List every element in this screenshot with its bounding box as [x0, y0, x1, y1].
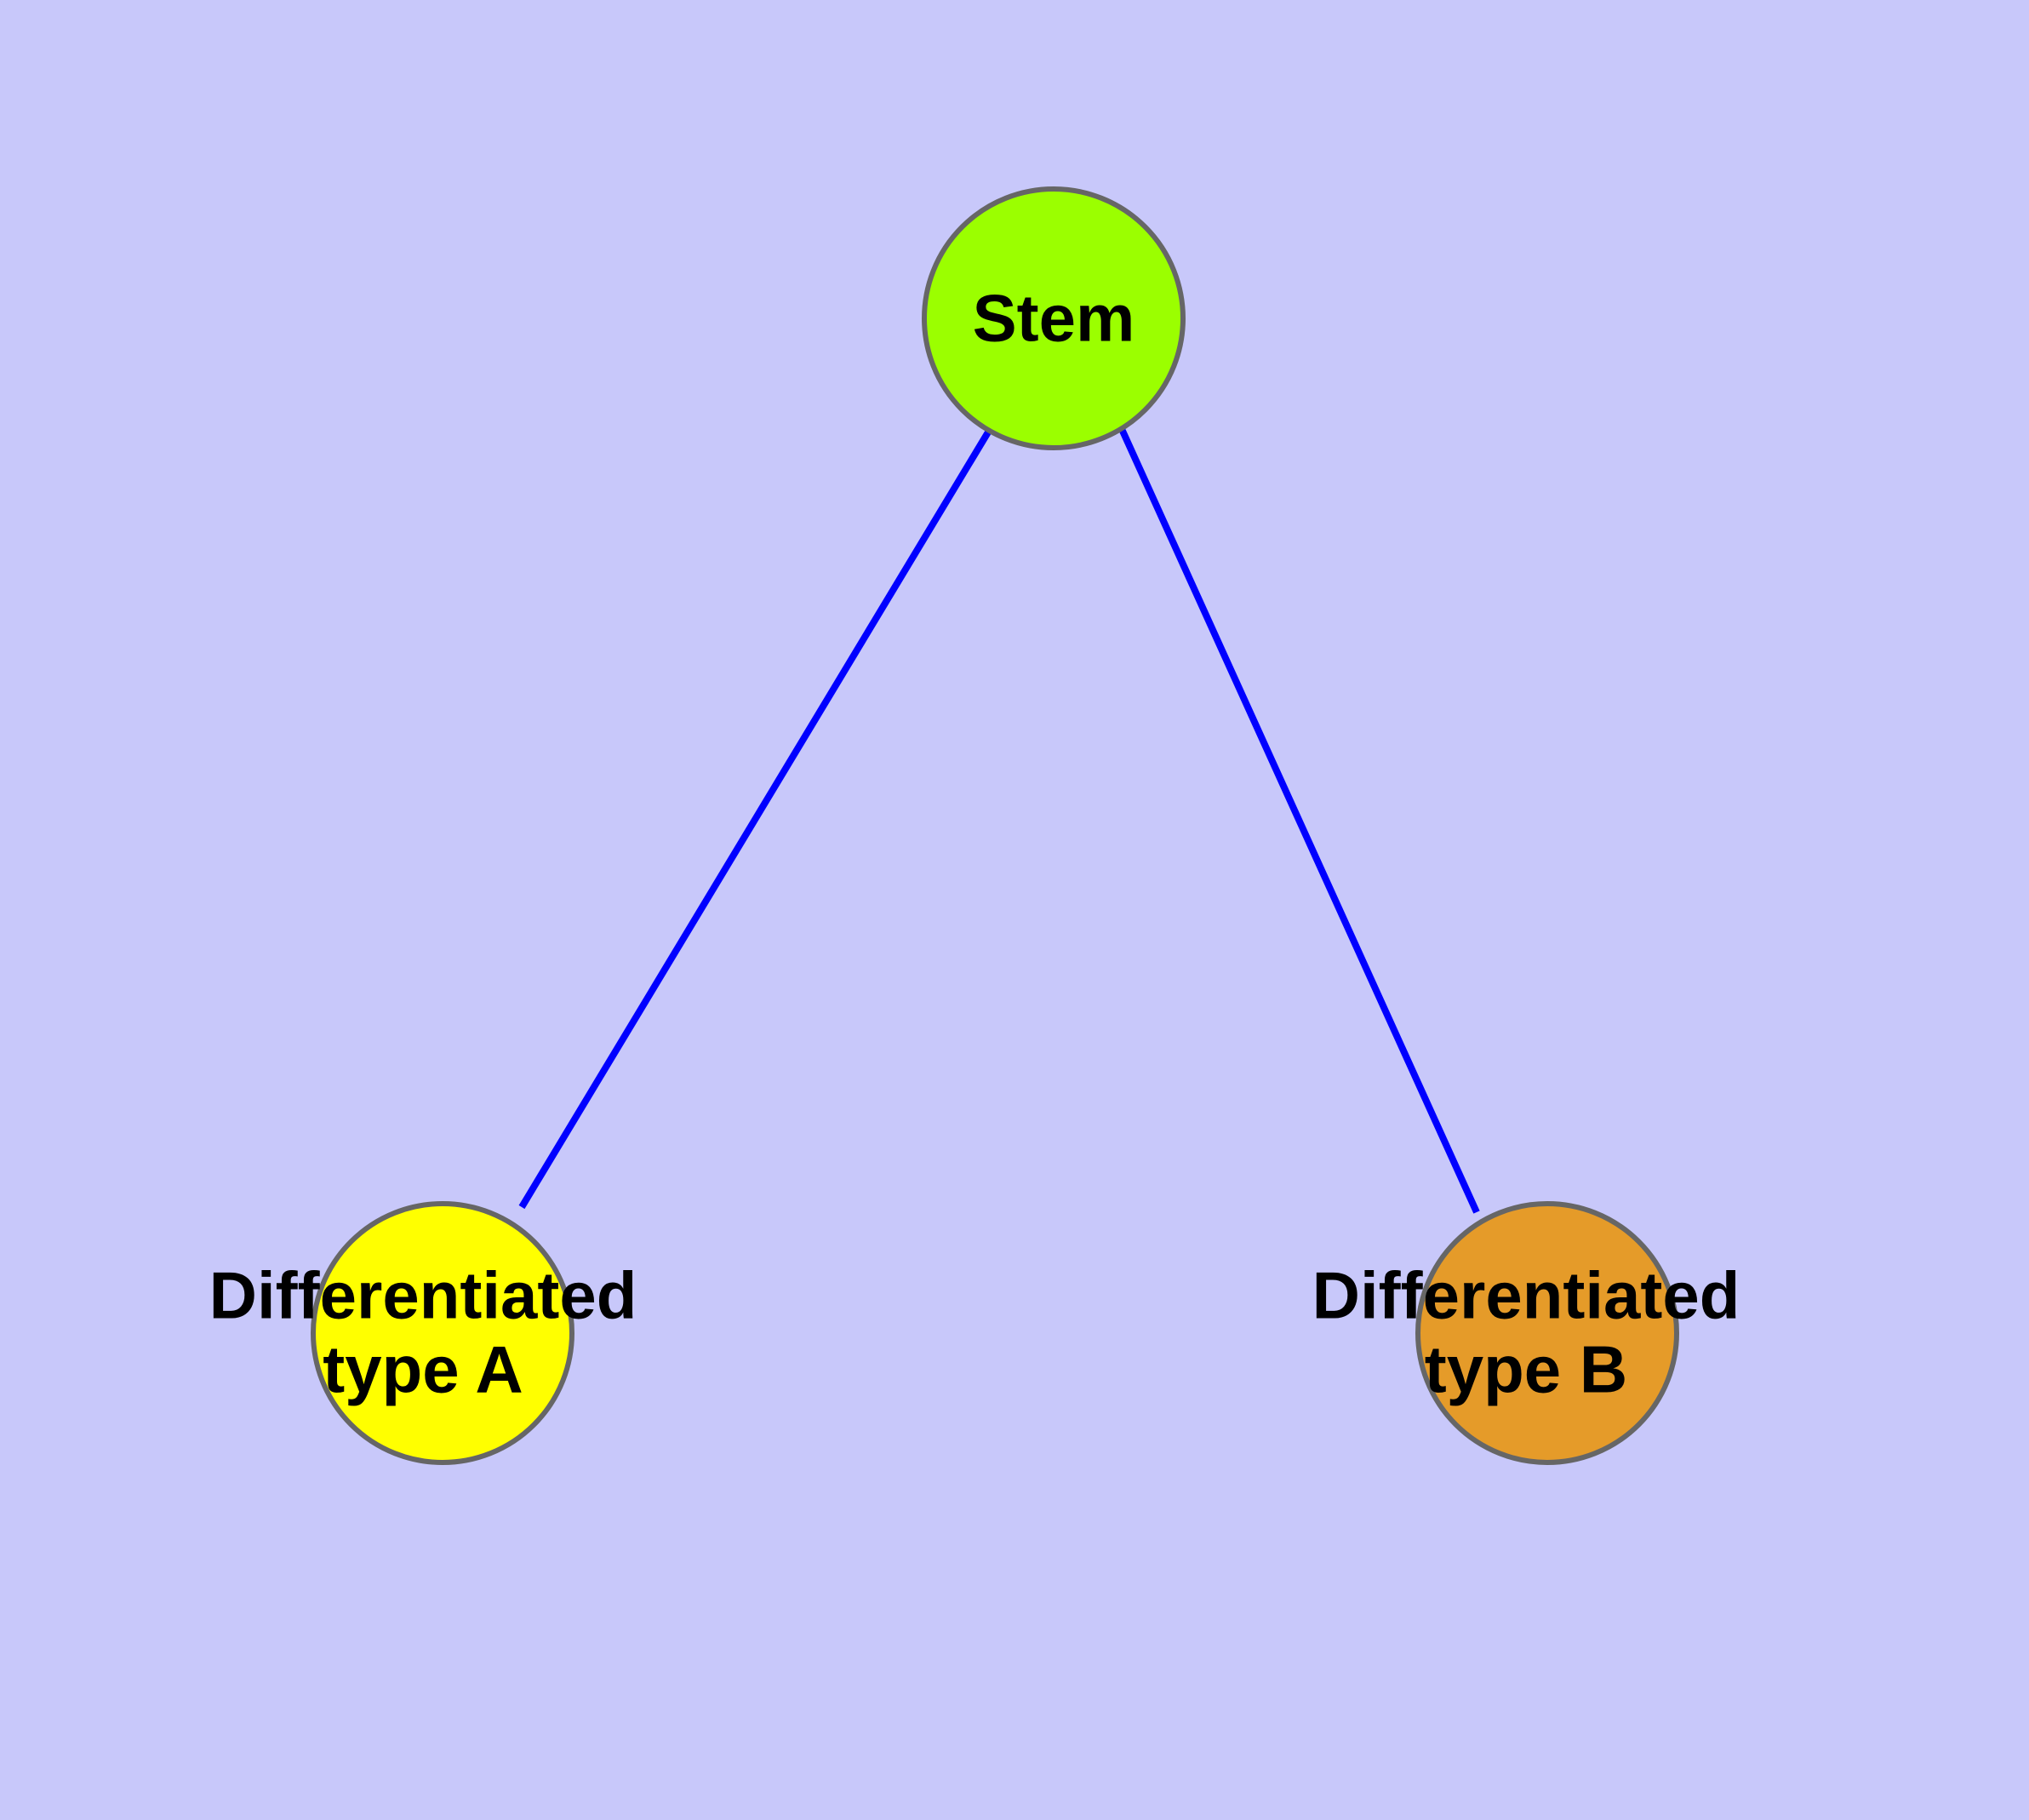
edge-stem-to-type-b[interactable]	[1118, 427, 1480, 1214]
node-diff-type-b[interactable]	[1415, 1201, 1679, 1465]
node-diff-type-a[interactable]	[311, 1201, 574, 1465]
node-group	[311, 186, 1679, 1465]
node-stem[interactable]	[922, 186, 1186, 450]
edge-stem-to-type-a[interactable]	[518, 428, 992, 1210]
edge-group	[518, 427, 1480, 1214]
